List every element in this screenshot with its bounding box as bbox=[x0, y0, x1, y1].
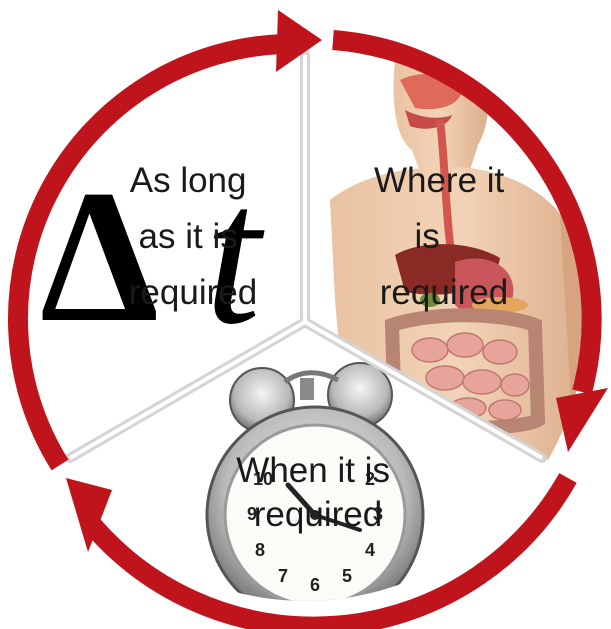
svg-text:6: 6 bbox=[310, 575, 320, 595]
arrowhead-right bbox=[556, 388, 608, 452]
label-duration-line-3: required bbox=[129, 273, 257, 312]
svg-text:4: 4 bbox=[365, 540, 375, 560]
svg-text:7: 7 bbox=[278, 566, 288, 586]
svg-text:5: 5 bbox=[342, 566, 352, 586]
svg-text:8: 8 bbox=[255, 540, 265, 560]
label-location-line-3: required bbox=[380, 273, 508, 312]
label-duration-line-1: As long bbox=[130, 161, 247, 200]
label-duration-line-2: as it is bbox=[139, 217, 238, 256]
label-location-line-1: Where it bbox=[374, 161, 505, 200]
label-location-line-2: is bbox=[414, 217, 439, 256]
label-timing-line-2: required bbox=[254, 495, 382, 534]
label-timing-line-1: When it is bbox=[236, 451, 390, 490]
label-duration: As long as it is required bbox=[129, 161, 257, 312]
